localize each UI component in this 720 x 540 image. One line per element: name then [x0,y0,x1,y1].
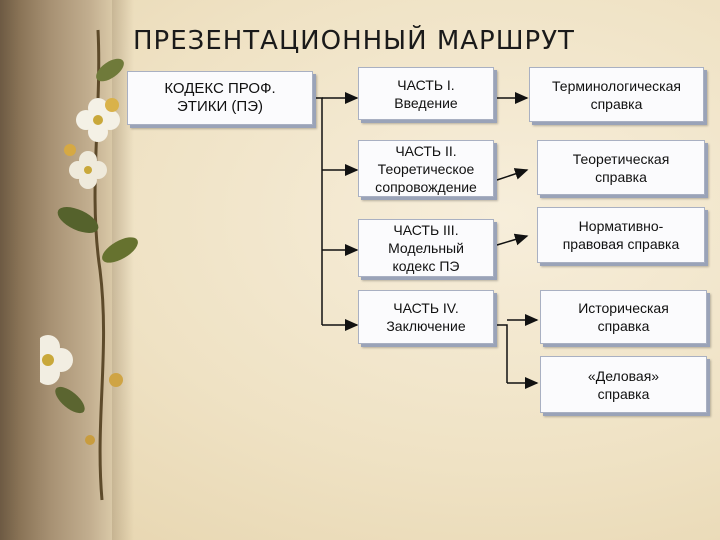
part-node-label: ЧАСТЬ III. Модельный кодекс ПЭ [388,222,464,274]
part-node-label: ЧАСТЬ I. Введение [394,76,458,111]
ref-node-label: Теоретическая справка [572,150,670,185]
ref-node-theoretical[interactable]: Теоретическая справка [537,140,705,195]
ref-node-normative[interactable]: Нормативно- правовая справка [537,207,705,263]
ref-node-label: Терминологическая справка [552,77,681,112]
part-node-label: ЧАСТЬ II. Теоретическое сопровождение [375,142,477,195]
root-node[interactable]: КОДЕКС ПРОФ. ЭТИКИ (ПЭ) [127,71,313,125]
part-node-1[interactable]: ЧАСТЬ I. Введение [358,67,494,120]
part-node-3[interactable]: ЧАСТЬ III. Модельный кодекс ПЭ [358,219,494,277]
ref-node-label: «Деловая» справка [587,367,660,402]
ref-node-label: Историческая справка [578,300,669,334]
ref-node-terminological[interactable]: Терминологическая справка [529,67,704,122]
part-node-label: ЧАСТЬ IV. Заключение [386,300,466,334]
floral-decoration [40,29,138,501]
flower-icon [76,98,120,142]
ref-node-historical[interactable]: Историческая справка [540,290,707,344]
page-title: ПРЕЗЕНТАЦИОННЫЙ МАРШРУТ [133,26,575,56]
decorative-strip [0,0,134,540]
root-node-label: КОДЕКС ПРОФ. ЭТИКИ (ПЭ) [164,80,276,115]
ref-node-business[interactable]: «Деловая» справка [540,356,707,413]
ref-node-label: Нормативно- правовая справка [562,218,680,252]
flower-icon [40,335,73,385]
part-node-4[interactable]: ЧАСТЬ IV. Заключение [358,290,494,344]
flower-icon [69,151,107,189]
part-node-2[interactable]: ЧАСТЬ II. Теоретическое сопровождение [358,140,494,197]
